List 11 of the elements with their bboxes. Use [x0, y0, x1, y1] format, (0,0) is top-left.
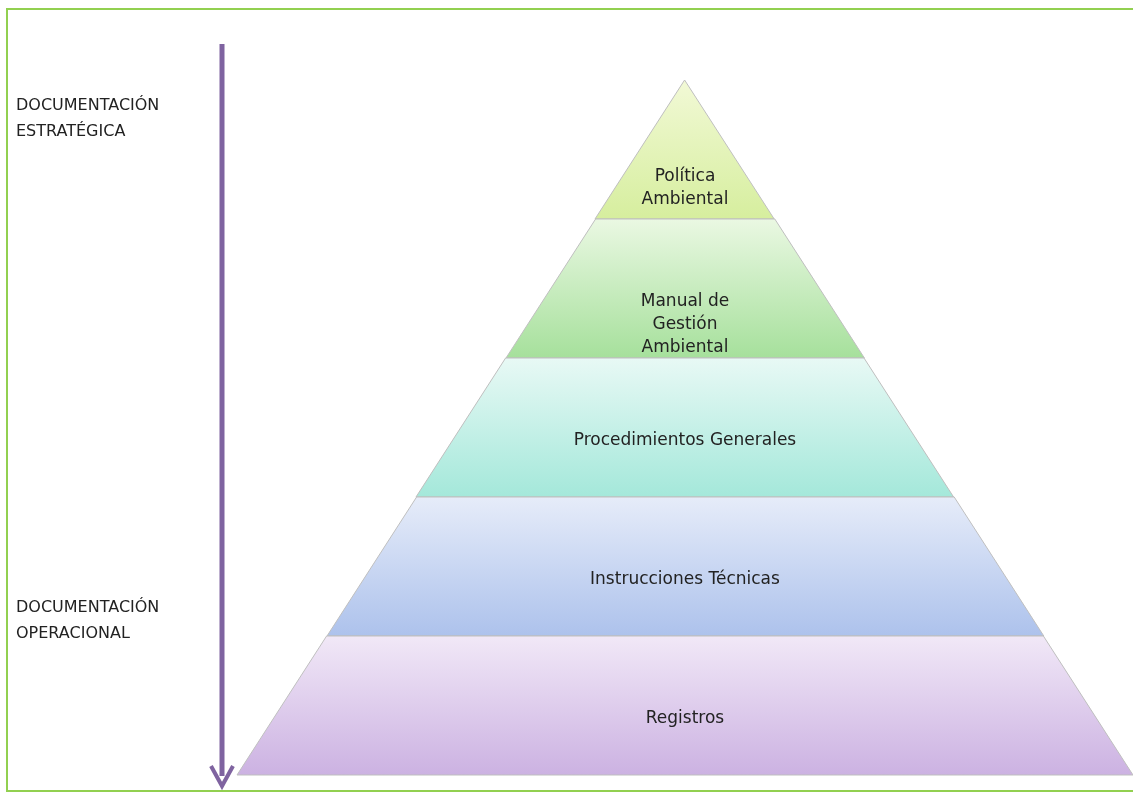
pyramid-level: [416, 358, 954, 497]
level-label: Registros: [644, 705, 726, 729]
side-label: DOCUMENTACIÓN OPERACIONAL: [16, 596, 161, 644]
pyramid-level: [237, 636, 1133, 775]
side-label: DOCUMENTACIÓN ESTRATÉGICA: [16, 94, 161, 142]
pyramid-level: [505, 219, 865, 358]
pyramid-level: [326, 497, 1044, 636]
level-label: Instrucciones Técnicas: [589, 566, 781, 590]
level-label: Manual de Gestión Ambiental: [639, 288, 731, 358]
level-label: Política Ambiental: [640, 163, 730, 210]
level-label: Procedimientos Generales: [572, 427, 798, 451]
